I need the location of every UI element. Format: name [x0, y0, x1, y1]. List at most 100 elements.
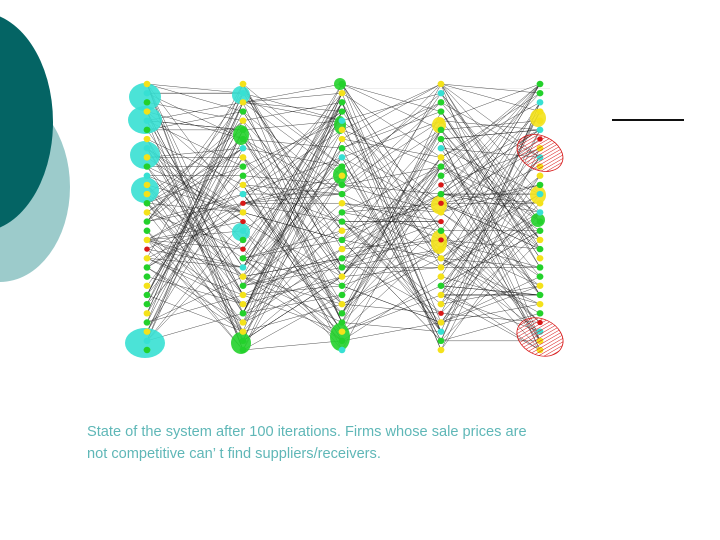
network-diagram	[125, 78, 564, 358]
network-node	[338, 218, 346, 225]
network-node	[143, 99, 151, 106]
network-node	[536, 291, 544, 299]
network-node	[536, 200, 544, 207]
network-node	[536, 282, 544, 289]
network-node	[338, 273, 346, 280]
network-node	[536, 89, 544, 97]
caption-line-2: not competitive can’ t find suppliers/re…	[87, 446, 381, 462]
network-node	[338, 264, 346, 271]
network-node	[437, 300, 445, 308]
network-node	[338, 328, 346, 335]
network-node	[239, 319, 247, 326]
network-node	[438, 237, 444, 243]
network-node	[438, 218, 444, 225]
network-node	[143, 200, 151, 207]
network-node	[437, 145, 445, 152]
network-node	[239, 346, 247, 354]
network-node	[143, 172, 151, 179]
network-node	[536, 209, 544, 216]
network-node	[536, 117, 544, 124]
network-node	[239, 89, 247, 97]
congested-clusters	[516, 134, 564, 357]
network-node	[338, 163, 346, 170]
network-node	[338, 255, 346, 262]
network-node	[239, 310, 247, 317]
slide-caption: State of the system after 100 iterations…	[87, 421, 647, 465]
network-node	[143, 145, 151, 152]
network-node	[437, 255, 445, 262]
network-edges	[146, 83, 541, 351]
network-node	[143, 154, 151, 161]
network-node	[338, 310, 346, 317]
network-node	[239, 255, 247, 262]
network-node	[143, 337, 151, 345]
network-node	[437, 108, 445, 115]
network-node	[536, 310, 544, 317]
title-rule-line	[612, 119, 684, 121]
network-node	[239, 154, 247, 161]
network-node	[239, 273, 247, 280]
network-node	[239, 337, 247, 345]
network-node	[536, 300, 544, 308]
network-node	[438, 200, 444, 206]
network-node	[143, 328, 151, 335]
network-node	[338, 245, 346, 253]
network-node	[143, 264, 151, 271]
network-node	[536, 172, 544, 179]
network-node	[143, 310, 151, 317]
network-node	[143, 218, 151, 225]
network-node	[437, 163, 445, 170]
network-node	[437, 319, 445, 326]
network-node	[536, 190, 544, 198]
network-node	[143, 190, 151, 198]
network-node	[143, 89, 151, 97]
network-node	[438, 310, 444, 316]
network-node	[239, 117, 247, 124]
network-node	[239, 172, 247, 179]
network-node	[338, 209, 346, 216]
network-node	[239, 236, 247, 244]
network-node	[338, 346, 346, 354]
network-node	[437, 264, 445, 271]
network-node	[536, 245, 544, 253]
network-node	[338, 236, 346, 244]
network-node	[239, 291, 247, 299]
network-node	[536, 218, 544, 225]
network-node	[143, 346, 151, 354]
network-node	[239, 264, 247, 271]
network-node	[240, 200, 246, 206]
network-node	[536, 236, 544, 244]
network-node	[437, 273, 445, 280]
network-node	[240, 246, 246, 252]
network-node	[239, 227, 247, 234]
network-node	[143, 236, 151, 244]
network-node	[143, 300, 151, 308]
network-node	[536, 181, 544, 189]
congested-cluster	[516, 134, 564, 172]
network-node	[143, 135, 151, 143]
network-node	[338, 108, 346, 115]
network-node	[536, 273, 544, 280]
network-node	[437, 172, 445, 179]
network-node	[143, 255, 151, 262]
network-node	[437, 209, 445, 216]
network-node	[239, 80, 247, 88]
network-node	[143, 181, 151, 189]
network-node	[338, 319, 346, 326]
network-node	[338, 172, 346, 179]
network-node	[240, 218, 246, 225]
network-nodes	[143, 80, 544, 354]
network-node	[338, 200, 346, 207]
network-node	[239, 282, 247, 289]
network-node	[338, 80, 346, 88]
network-node	[437, 328, 445, 335]
network-node	[338, 154, 346, 161]
network-node	[239, 99, 247, 106]
network-node	[239, 181, 247, 189]
network-node	[143, 80, 151, 88]
network-node	[143, 273, 151, 280]
network-node	[239, 328, 247, 335]
network-node	[338, 99, 346, 106]
network-node	[536, 227, 544, 234]
network-node	[437, 291, 445, 299]
